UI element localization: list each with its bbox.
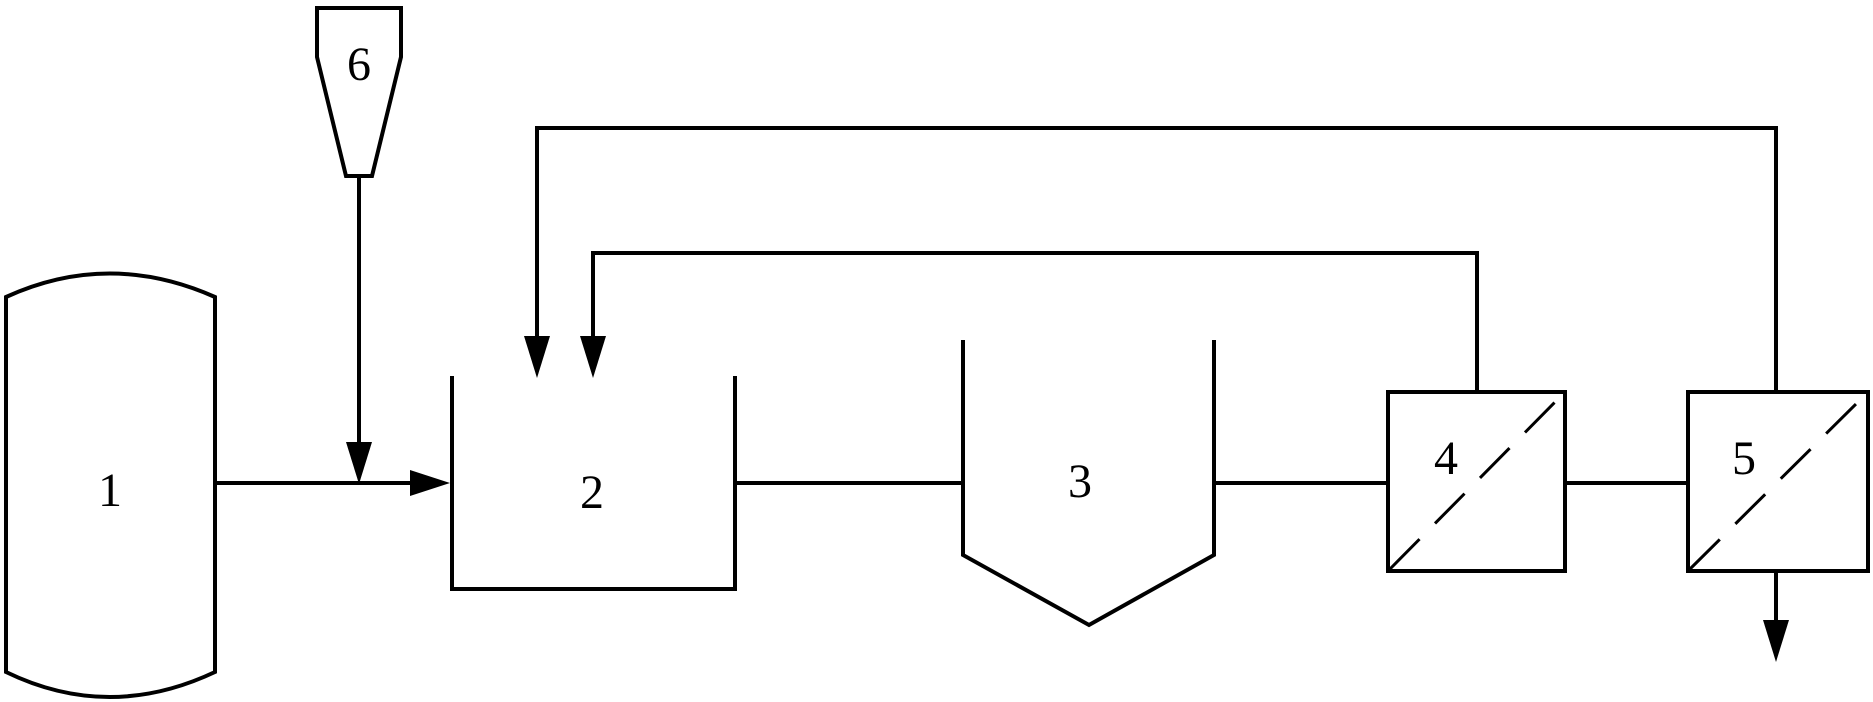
- arrow-outlet-down: [1763, 620, 1789, 662]
- membrane-filter-4-diagonal: [1388, 392, 1565, 571]
- unit-6-dosing-hopper: 6: [315, 6, 403, 178]
- unit-5-label: 5: [1732, 432, 1756, 485]
- arrow-recycle-5-into-2: [524, 336, 550, 378]
- storage-tank-outline: [3, 271, 217, 699]
- arrow-dosing-down: [346, 442, 372, 484]
- arrow-into-unit-2: [410, 470, 450, 496]
- pipe-recycle-from-5: [535, 126, 1778, 392]
- unit-1-label: 1: [98, 464, 122, 517]
- unit-4-label: 4: [1434, 432, 1458, 485]
- unit-4-membrane-filter: 4: [1386, 390, 1567, 573]
- pipe-network: [215, 126, 1789, 662]
- unit-2-label: 2: [580, 466, 604, 519]
- unit-5-membrane-filter: 5: [1686, 390, 1870, 573]
- membrane-filter-5-diagonal: [1688, 392, 1868, 571]
- unit-3-label: 3: [1068, 455, 1092, 508]
- unit-3-settling-tank: 3: [961, 340, 1216, 628]
- dosing-hopper-outline: [315, 6, 403, 178]
- pipe-recycle-from-4: [591, 251, 1479, 392]
- arrow-recycle-4-into-2: [580, 336, 606, 378]
- unit-2-open-tank: 2: [450, 376, 737, 591]
- unit-6-label: 6: [347, 38, 371, 91]
- unit-1-storage-tank: 1: [3, 271, 217, 699]
